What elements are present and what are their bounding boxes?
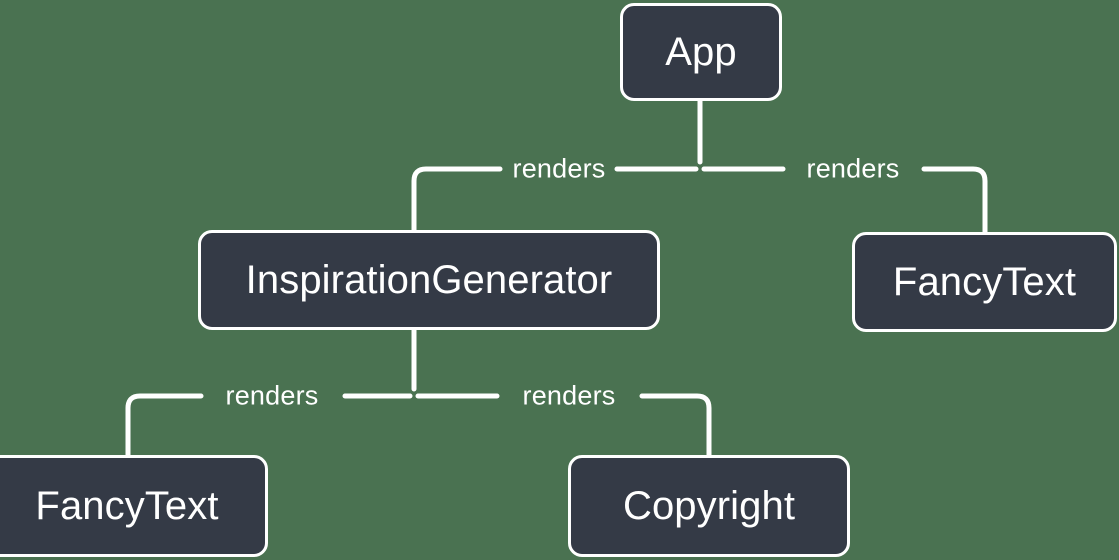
node-app[interactable]: App bbox=[620, 3, 782, 101]
edge-label-app-to-fancytext: renders bbox=[806, 153, 900, 184]
node-fancytext-left-label: FancyText bbox=[35, 484, 219, 528]
edge-ig-fancy-bus-left bbox=[125, 393, 204, 458]
edge-label-app-to-inspirationgenerator: renders bbox=[512, 153, 606, 184]
node-fancytext-right[interactable]: FancyText bbox=[852, 232, 1117, 332]
node-copyright[interactable]: Copyright bbox=[568, 455, 850, 557]
node-fancytext-left[interactable]: FancyText bbox=[0, 455, 268, 557]
edge-app-fancy-bus-right bbox=[921, 166, 988, 235]
node-inspirationgenerator-label: InspirationGenerator bbox=[245, 258, 613, 302]
edge-label-inspirationgenerator-to-copyright: renders bbox=[522, 380, 616, 411]
edge-ig-copyright-bus-right bbox=[639, 393, 712, 458]
edge-label-inspirationgenerator-to-fancytext: renders bbox=[225, 380, 319, 411]
node-copyright-label: Copyright bbox=[622, 484, 796, 528]
node-fancytext-right-label: FancyText bbox=[892, 260, 1077, 304]
edge-app-inspgen-bus-left bbox=[411, 166, 503, 233]
node-app-label: App bbox=[665, 30, 737, 74]
node-inspirationgenerator[interactable]: InspirationGenerator bbox=[198, 230, 660, 330]
